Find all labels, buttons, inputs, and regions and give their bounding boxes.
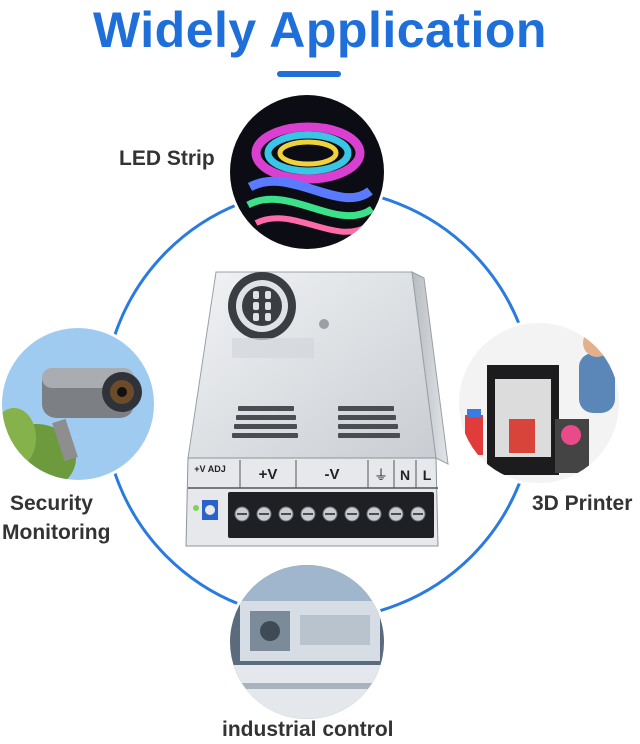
led-strip-image xyxy=(230,95,384,249)
terminal-label-adj: +V ADJ xyxy=(194,464,225,474)
3d-printer-icon xyxy=(459,323,619,483)
industrial-machine-image xyxy=(230,565,384,719)
power-supply-image: +V ADJ +V -V ⏚ N L xyxy=(185,271,449,547)
3d-printer-image xyxy=(459,323,619,483)
security-camera-image xyxy=(2,328,154,480)
terminal-label-positive: +V xyxy=(259,466,278,483)
led-strip-icon xyxy=(230,95,384,249)
terminal-label-negative: -V xyxy=(325,466,340,483)
terminal-label-ground: ⏚ xyxy=(374,468,388,484)
industrial-machine-icon xyxy=(230,565,384,719)
label-industrial-control: industrial control xyxy=(222,718,394,741)
label-led-strip: LED Strip xyxy=(119,147,215,170)
label-security: Security xyxy=(10,492,93,515)
terminal-label-n: N xyxy=(400,467,410,483)
label-monitoring: Monitoring xyxy=(2,521,111,544)
page-title: Widely Application xyxy=(93,2,547,58)
label-3d-printer: 3D Printer xyxy=(532,492,633,515)
title-underline xyxy=(277,71,341,77)
security-camera-icon xyxy=(2,328,154,480)
terminal-label-l: L xyxy=(423,467,432,483)
